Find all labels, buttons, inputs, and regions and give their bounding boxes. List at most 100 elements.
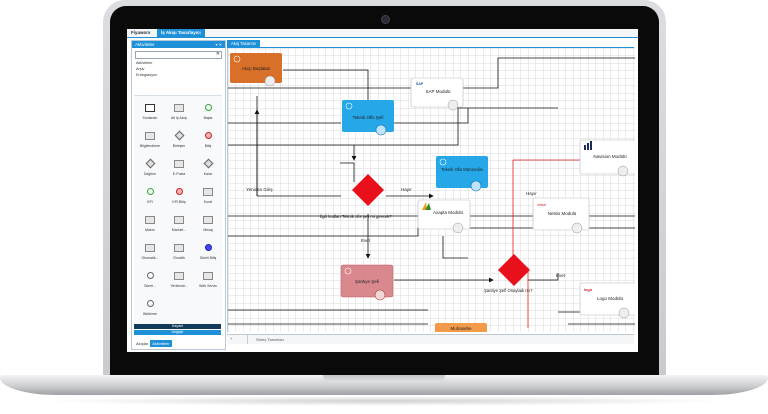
- node-label: Teknik Ofis Şefi: [352, 115, 383, 120]
- palette-item[interactable]: Kural: [194, 184, 222, 212]
- panel-title: Aktiviteler: [135, 42, 155, 47]
- node-label: Netsis Modülü: [548, 211, 577, 216]
- palette-item[interactable]: KPİ: [136, 184, 164, 212]
- rectg-icon: [174, 103, 184, 112]
- palette-item[interactable]: Otomatik...: [136, 240, 164, 268]
- laptop-notch: [323, 375, 445, 382]
- pin-close-icon[interactable]: ▾ ✕: [215, 42, 222, 47]
- node-logo[interactable]: logo Logo Modülü: [579, 282, 635, 319]
- node-label: Navision Modülü: [593, 154, 627, 159]
- palette-item-label: Bitiş: [204, 144, 212, 148]
- category-item[interactable]: Arşiv: [136, 67, 145, 71]
- rectg-icon: [203, 187, 213, 196]
- palette-item-label: KPİ Bitiş: [172, 200, 186, 204]
- palette-item[interactable]: Öncelik: [165, 240, 193, 268]
- palette-item[interactable]: Karar: [194, 156, 222, 184]
- palette-item[interactable]: Birleşim: [165, 128, 193, 156]
- add-icon[interactable]: +: [230, 336, 233, 341]
- rectg-icon: [145, 243, 155, 252]
- palette-item[interactable]: Süreli...: [136, 268, 164, 296]
- decision-diamond-1[interactable]: [352, 174, 384, 206]
- save-button[interactable]: Kaydet: [134, 324, 221, 329]
- palette-item-label: Web Servis: [199, 284, 217, 288]
- palette-item-label: Karar: [203, 172, 213, 176]
- circ-icon: [145, 187, 155, 196]
- palette-item[interactable]: Manuel...: [165, 212, 193, 240]
- app-screen: Fiyaworx İş Akışı Tasarlayıcı Aktivitele…: [127, 29, 638, 352]
- palette-item-label: Bilgilendirme: [139, 144, 161, 148]
- palette-item[interactable]: Dağıtım: [136, 156, 164, 184]
- laptop-base: [0, 375, 768, 395]
- palette-item-label: Yenilendi...: [170, 284, 188, 288]
- label-question-1: İlgili kodları Teknik ofis şefi mi girec…: [320, 214, 393, 219]
- palette-item[interactable]: Başla: [194, 100, 222, 128]
- canvas-footer: + Süreç Tanımları: [227, 334, 634, 344]
- palette-item-label: Öncelik: [173, 256, 185, 260]
- palette-item[interactable]: Makro: [136, 212, 164, 240]
- palette-item[interactable]: Web Servis: [194, 268, 222, 296]
- palette-item[interactable]: KPİ Bitiş: [165, 184, 193, 212]
- node-accounting[interactable]: Muhasebe: [435, 323, 487, 332]
- node-tech-office-engineer[interactable]: Teknik Ofis Mühendisi: [436, 156, 488, 192]
- palette-item[interactable]: Bilgilendirme: [136, 128, 164, 156]
- dia-icon: [203, 158, 213, 169]
- palette-item[interactable]: Alt İş Akışı: [165, 100, 193, 128]
- node-tech-office-chief[interactable]: Teknik Ofis Şefi: [342, 100, 394, 136]
- flow-canvas[interactable]: Akışı Başlatan SAP SAP Modülü Teknik Ofi…: [227, 48, 635, 332]
- clear-icon[interactable]: ✕: [215, 51, 220, 57]
- tab-workflow-designer[interactable]: İş Akışı Tasarlayıcı: [157, 29, 205, 37]
- node-label: Muhasebe: [450, 326, 472, 331]
- circ-icon: [203, 103, 213, 112]
- palette-item-label: Birleşim: [172, 144, 186, 148]
- tab-process-definitions[interactable]: Süreç Tanımları: [247, 335, 292, 344]
- node-navision[interactable]: Navision Modülü: [579, 139, 635, 177]
- rectg-icon: [174, 271, 184, 280]
- circ-red-icon: [174, 187, 184, 196]
- node-netsis[interactable]: netsis Netsis Modülü: [532, 197, 590, 234]
- activities-panel: Aktiviteler ▾ ✕ ✕ Aktiviteler Arşiv Ente…: [131, 40, 226, 350]
- category-item[interactable]: Entegrasyon: [136, 73, 158, 77]
- label-question-2: Şantiye Şefi Onayladı mı?: [484, 288, 533, 293]
- node-site-chief[interactable]: Şantiye Şefi: [340, 264, 394, 301]
- node-axapta[interactable]: Axapta Modülü: [417, 199, 471, 234]
- tab-activities[interactable]: Aktiviteler: [150, 340, 172, 347]
- palette-item-label: Bekleme: [143, 312, 157, 316]
- tab-flow-design[interactable]: Akış Tasarımı: [227, 40, 261, 47]
- palette-item-label: KPİ: [147, 200, 153, 204]
- node-sap[interactable]: SAP SAP Modülü: [410, 77, 464, 111]
- palette-item-label: Kural: [203, 200, 213, 204]
- search-input[interactable]: ✕: [135, 51, 222, 59]
- palette-item-label: Süreli Bitiş: [199, 256, 217, 260]
- update-button[interactable]: Değiştir: [134, 330, 221, 335]
- palette-item[interactable]: Yenilendi...: [165, 268, 193, 296]
- app-topbar: Fiyaworx İş Akışı Tasarlayıcı: [127, 29, 638, 38]
- palette-item[interactable]: Süreli Bitiş: [194, 240, 222, 268]
- label-no-2: Hayır: [526, 191, 537, 196]
- decision-diamond-2[interactable]: [498, 254, 530, 286]
- palette-item-label: Dağıtım: [143, 172, 157, 176]
- palette-item-label: Sonlandır: [142, 116, 158, 120]
- flow-diagram: Akışı Başlatan SAP SAP Modülü Teknik Ofi…: [228, 53, 635, 332]
- palette-item[interactable]: Sonlandır: [136, 100, 164, 128]
- palette-item[interactable]: Mesaj: [194, 212, 222, 240]
- logo-brand: logo: [584, 288, 593, 292]
- node-label: Axapta Modülü: [433, 210, 464, 215]
- node-initiator[interactable]: Akışı Başlatan: [230, 53, 282, 87]
- rectg-icon: [145, 215, 155, 224]
- circ-o-icon: [145, 299, 155, 308]
- palette-item[interactable]: E-Posta: [165, 156, 193, 184]
- node-label: Logo Modülü: [597, 296, 624, 301]
- category-item[interactable]: Aktiviteler: [136, 61, 153, 65]
- dia-icon: [145, 158, 155, 169]
- rectg-icon: [174, 243, 184, 252]
- app-title: Fiyaworx: [131, 30, 151, 35]
- tab-flows[interactable]: Akışlar: [136, 341, 149, 346]
- palette-item[interactable]: Bitiş: [194, 128, 222, 156]
- palette-item-label: Başla: [203, 116, 213, 120]
- palette-item[interactable]: Bekleme: [136, 296, 164, 324]
- dia-icon: [174, 130, 184, 141]
- rectg-icon: [145, 131, 155, 140]
- laptop-shadow: [40, 396, 728, 406]
- reject-line: [512, 160, 529, 328]
